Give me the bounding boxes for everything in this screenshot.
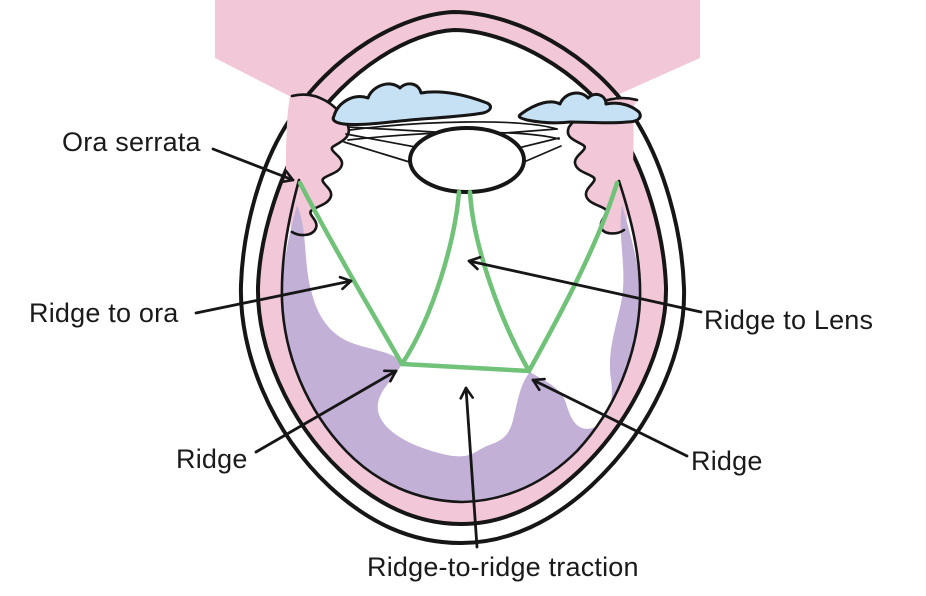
leader-ridge-left [254,369,398,454]
ora-serrata-mass-right [567,98,637,234]
leader-ridge-right [531,377,689,458]
label-ridge-right: Ridge [691,446,763,476]
choroid-ring [215,0,700,524]
ciliary-body-right [517,91,642,125]
traction-ridge-to-lens-right [467,189,532,374]
label-ridge-to-lens: Ridge to Lens [704,305,873,335]
zonule-span-upper [349,121,558,131]
ciliary-body-left [331,82,492,127]
label-ora-serrata: Ora serrata [62,127,202,157]
traction-ridge-to-lens-left [399,189,462,367]
leader-ridge-to-lens [467,255,703,314]
leader-lines [194,147,703,549]
ora-serrata-mass-left [285,94,349,236]
label-ridge-to-ridge-traction: Ridge-to-ridge traction [367,552,639,582]
labels: Ora serrata Ridge to ora Ridge to Lens R… [29,127,873,582]
zonule-left-3 [343,141,417,165]
ora-serrata-scallop-edge-left [290,93,351,237]
leader-ridge-to-ora [194,275,353,315]
lens [408,126,526,194]
traction-ridge-to-ridge [399,361,532,374]
ora-serrata-masses [285,94,637,236]
leader-ora-serrata [211,147,295,184]
leader-ridge-to-ridge-traction [459,386,479,549]
ciliary-bodies [331,82,642,127]
label-ridge-left: Ridge [176,444,248,474]
eye-outer-wall [238,9,687,546]
detached-retina-purple [282,205,640,502]
traction-lines [297,180,620,374]
label-ridge-to-ora: Ridge to ora [29,298,179,328]
traction-ridge-to-ora-right [526,180,620,374]
traction-ridge-to-ora-left [297,180,405,367]
